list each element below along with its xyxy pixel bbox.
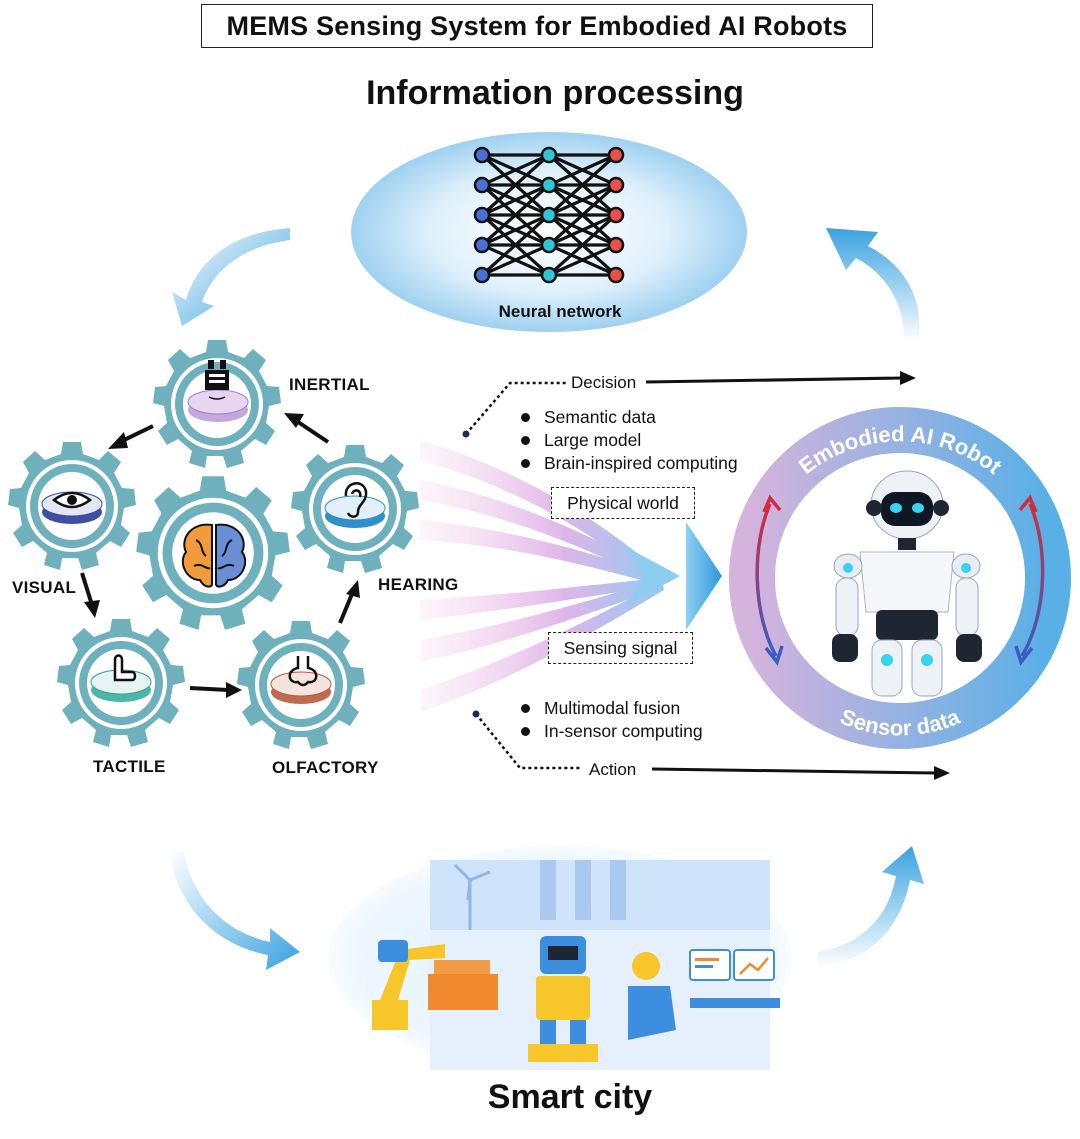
gear-hearing — [291, 445, 419, 573]
label-inertial: INERTIAL — [289, 375, 370, 394]
action-label: Action — [589, 760, 637, 779]
cycle-arrow-bottom-left — [170, 852, 300, 970]
bullet-in-sensor-computing: In-sensor computing — [518, 720, 703, 743]
neural-network-icon — [473, 146, 625, 284]
signal-beams — [420, 440, 664, 712]
label-olfactory: OLFACTORY — [272, 758, 379, 777]
physical-world-box: Physical world — [551, 487, 695, 519]
bullet-multimodal-fusion: Multimodal fusion — [518, 697, 703, 720]
bullet-semantic-data: Semantic data — [518, 406, 738, 429]
neural-network-oval — [351, 132, 747, 332]
gear-visual — [8, 442, 136, 570]
gear-inertial — [153, 340, 281, 468]
sensing-signal-box: Sensing signal — [548, 632, 693, 664]
bottom-bullet-list: Multimodal fusion In-sensor computing — [518, 697, 703, 743]
bullet-brain-inspired-computing: Brain-inspired computing — [518, 452, 738, 475]
convergence-arrow — [628, 522, 722, 630]
action-connector — [472, 710, 950, 780]
robot-figure — [832, 470, 982, 697]
finger-touch-icon — [113, 654, 137, 682]
label-hearing: HEARING — [378, 575, 459, 594]
ring-arrows — [755, 494, 1045, 666]
gear-cycle-arrows — [80, 413, 360, 698]
diagram-title: MEMS Sensing System for Embodied AI Robo… — [201, 4, 873, 48]
bullet-large-model: Large model — [518, 429, 738, 452]
cycle-arrow-top-left — [172, 228, 290, 326]
label-visual: VISUAL — [12, 578, 77, 597]
imu-chip-icon — [205, 360, 229, 400]
robot-ring — [729, 407, 1071, 749]
eye-icon — [51, 491, 93, 509]
ear-icon — [344, 482, 368, 518]
decision-connector — [462, 371, 916, 438]
gear-olfactory — [237, 621, 365, 749]
neural-network-label: Neural network — [498, 302, 622, 321]
smart-city-scene — [328, 846, 792, 1070]
cycle-arrow-top-right — [826, 228, 920, 342]
information-processing-heading: Information processing — [366, 74, 744, 112]
gear-tactile — [57, 619, 185, 747]
decision-label: Decision — [571, 373, 637, 392]
nose-icon — [288, 656, 318, 687]
top-bullet-list: Semantic data Large model Brain-inspired… — [518, 406, 738, 475]
gear-brain — [136, 476, 290, 630]
brain-icon — [181, 523, 247, 588]
smart-city-heading: Smart city — [487, 1078, 653, 1116]
cycle-arrow-bottom-right — [818, 846, 924, 968]
label-tactile: TACTILE — [93, 757, 166, 776]
